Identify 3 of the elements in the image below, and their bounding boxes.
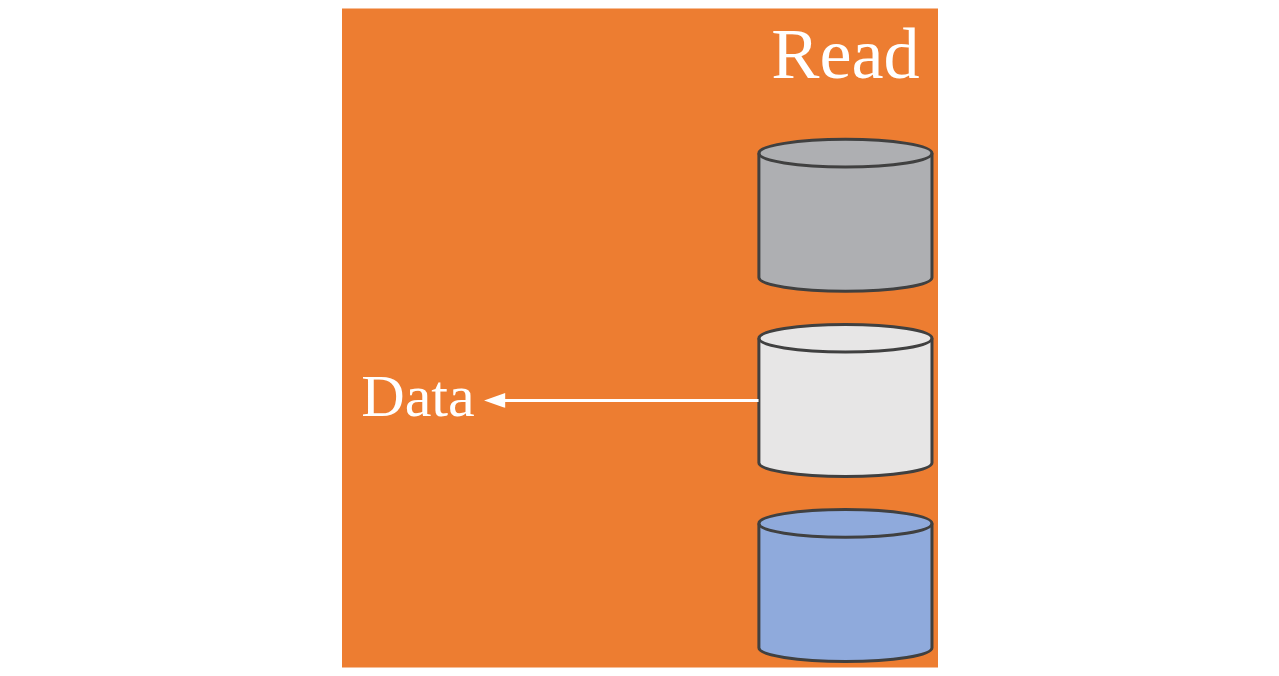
label: Read — [770, 14, 920, 95]
node-text: Data — [360, 361, 475, 429]
arrow — [483, 393, 759, 408]
